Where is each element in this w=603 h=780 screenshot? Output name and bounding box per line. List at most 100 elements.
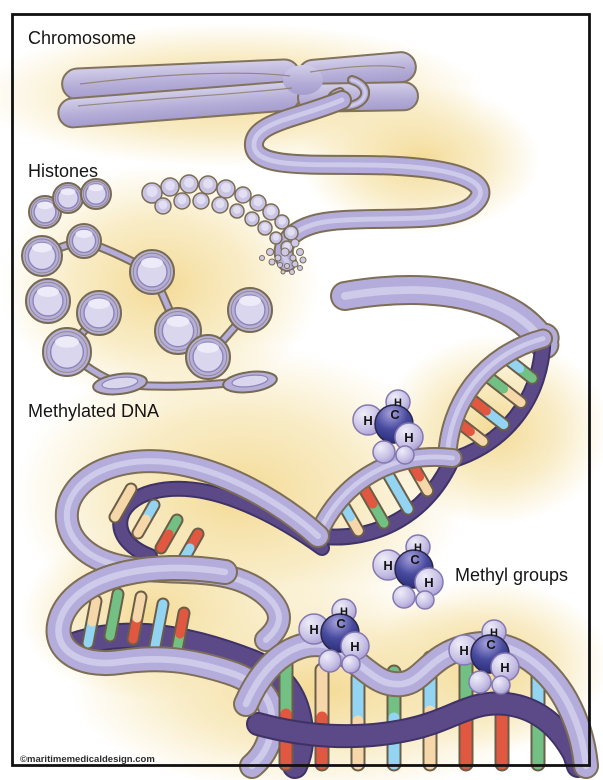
base-pair-half (154, 599, 168, 630)
atom-label: H (404, 430, 413, 445)
atom-label: C (336, 616, 346, 631)
small-bead-core (278, 217, 286, 225)
base-pair-half (175, 608, 189, 639)
nucleosome-highlight (37, 286, 59, 298)
base-pair-half (109, 589, 123, 620)
copyright-text: ©maritimemedicaldesign.com (20, 754, 155, 765)
small-bead-core (215, 199, 225, 209)
nucleosome-edge-disk (222, 370, 278, 394)
nucleosome-highlight (88, 298, 110, 310)
atom-label: H (340, 606, 348, 618)
nucleosome-ring (157, 310, 199, 352)
nucleosome-ring (230, 290, 270, 330)
chromosome-crease (309, 65, 406, 73)
small-bead-core (177, 195, 187, 205)
atom-label: H (500, 660, 509, 675)
loop-front-ribbon-highlight (63, 458, 321, 643)
centromere (283, 65, 323, 95)
helix-back-strand (310, 451, 460, 544)
nucleosome-highlight (197, 342, 219, 354)
nucleosome-highlight (37, 201, 53, 210)
helix-front-strand-highlight (315, 454, 455, 539)
dna-helix-bottom (45, 554, 599, 779)
atom-label: H (309, 622, 318, 637)
base-pair-half (132, 592, 146, 623)
methyl-groups-label: Methyl groups (455, 565, 568, 585)
small-bead-core (233, 206, 241, 214)
fiber-tube-highlight (251, 97, 483, 265)
labels-layer: Chromosome Histones Methylated DNA Methy… (20, 28, 568, 765)
nucleosome-highlight (166, 315, 190, 327)
bottom-front-ribbon-highlight (242, 640, 590, 770)
tiny-bead (297, 265, 303, 271)
chromosome-crease (79, 72, 291, 85)
tiny-bead (274, 254, 282, 262)
nucleosome-ring (188, 337, 228, 377)
tiny-bead (296, 248, 304, 256)
tiny-bead (289, 269, 295, 275)
nucleosome-ring (24, 238, 60, 274)
disk-inner (101, 376, 139, 390)
nucleosome-highlight (141, 257, 163, 269)
helix-front-strand-highlight (444, 336, 546, 464)
methylated-dna-label: Methylated DNA (28, 401, 159, 421)
atom-label: H (414, 542, 422, 554)
tiny-bead (266, 248, 274, 256)
small-bead-core (165, 180, 175, 191)
helix-back-strand (440, 332, 550, 468)
helix-twist (436, 328, 554, 472)
atom-label: C (390, 407, 400, 422)
dna-helix-upper (307, 328, 554, 546)
nucleosome-highlight (75, 229, 93, 238)
small-bead-core (248, 214, 256, 222)
small-bead-core (272, 233, 280, 241)
base-pair-half (87, 596, 101, 627)
base-pair-half (110, 498, 128, 522)
hydrogen-sphere (415, 590, 435, 610)
atom-label: H (350, 639, 359, 654)
atom-label: H (459, 643, 468, 658)
chromosome-crease (77, 87, 293, 107)
nucleosome-highlight (32, 242, 52, 253)
tiny-bead (259, 255, 265, 261)
atom-label: H (363, 413, 372, 428)
nucleosome-highlight (88, 184, 104, 192)
hydrogen-sphere (372, 440, 396, 464)
atom-label: C (486, 637, 496, 652)
small-bead-core (203, 178, 213, 189)
nucleosome-ring (132, 252, 172, 292)
hydrogen-sphere (395, 445, 415, 465)
nucleosome-ring (82, 180, 110, 208)
hydrogen-sphere (341, 654, 361, 674)
nucleosome-highlight (239, 295, 261, 307)
tiny-bead (290, 238, 300, 248)
small-bead-core (221, 182, 231, 193)
nucleosome-ring (79, 293, 119, 333)
dna-open-loop (54, 449, 330, 652)
hydrogen-sphere (468, 670, 492, 694)
small-bead-core (158, 200, 168, 210)
small-bead-core (184, 177, 194, 188)
nucleosome-ring (28, 281, 68, 321)
histones-label: Histones (28, 161, 98, 181)
tiny-bead (289, 254, 297, 262)
small-bead-core (253, 197, 263, 207)
small-bead-core (287, 228, 295, 236)
tiny-bead (277, 262, 283, 268)
nucleosome-edge-disk (92, 372, 148, 396)
loop-back-strand (114, 482, 328, 562)
atom-label: H (490, 627, 498, 639)
atom-label: H (394, 397, 402, 409)
tiny-bead (280, 269, 286, 275)
chromatin-fiber (244, 75, 491, 272)
small-bead-core (196, 195, 206, 205)
small-bead-core (146, 186, 158, 197)
bottom-back-band (248, 693, 588, 776)
tiny-bead (299, 256, 307, 264)
tiny-bead (268, 258, 276, 266)
